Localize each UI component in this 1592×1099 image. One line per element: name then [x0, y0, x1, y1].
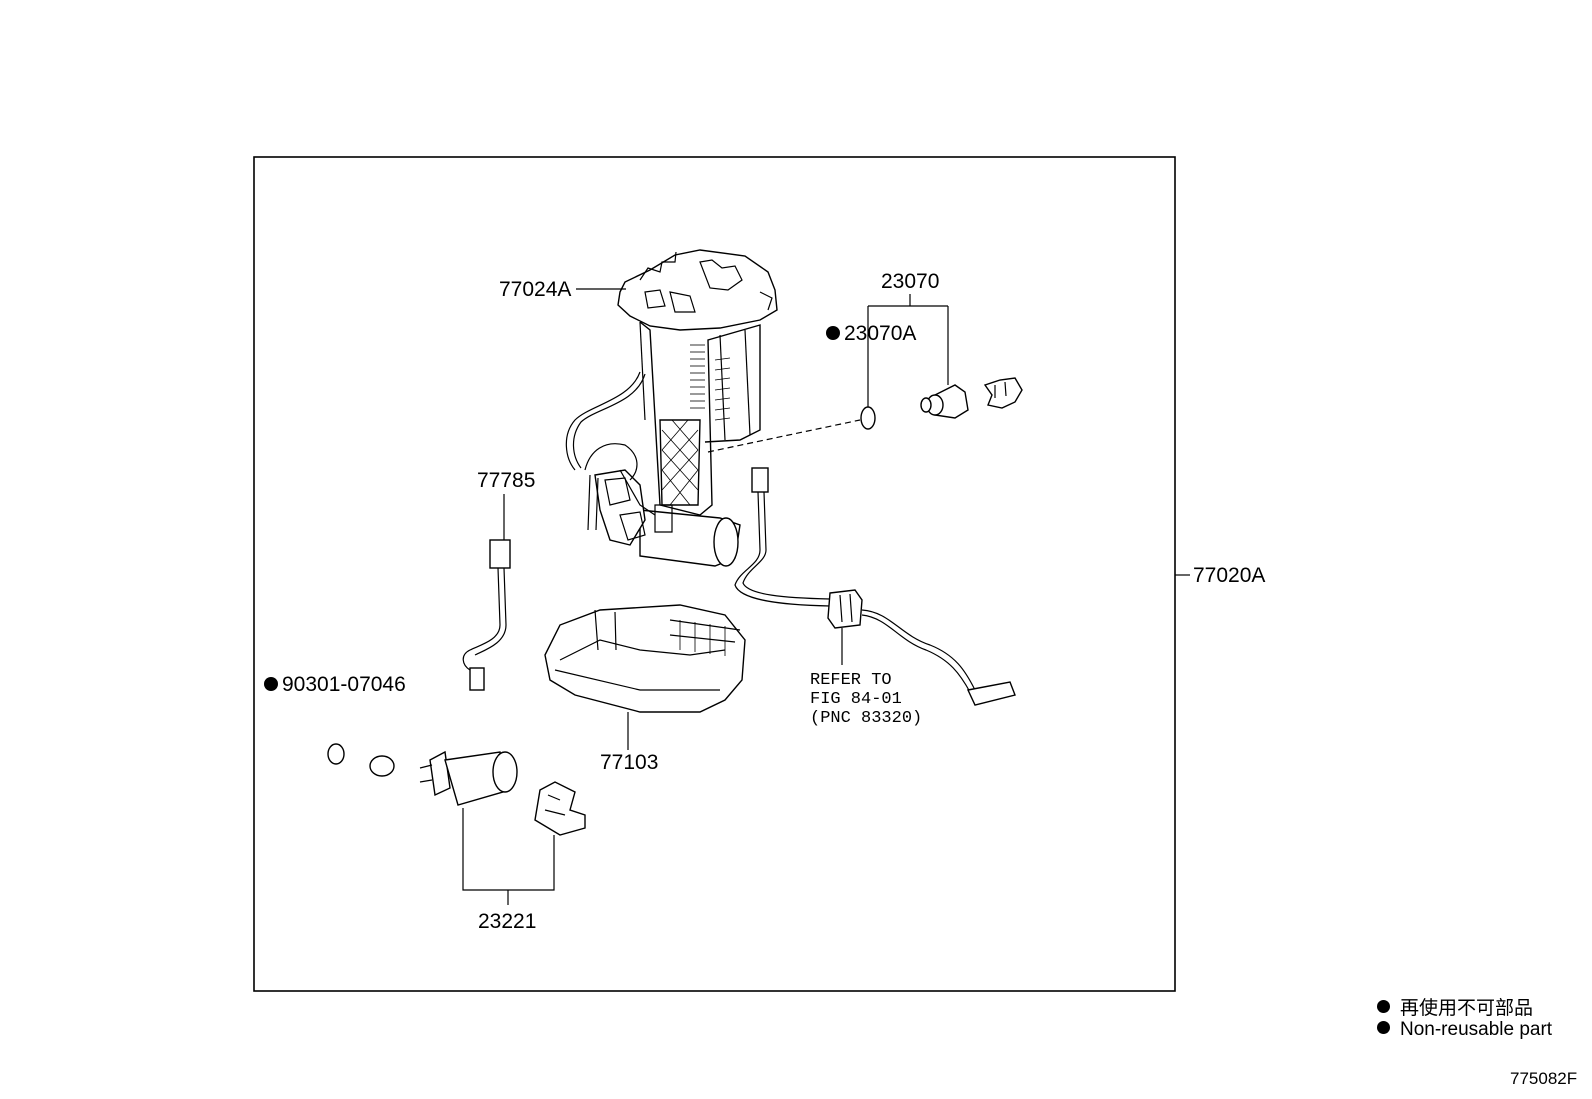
- o-ring-23070A: [860, 406, 876, 430]
- assembly-frame: [253, 156, 1176, 992]
- label-23221: 23221: [478, 910, 536, 933]
- refer-note-line1: REFER TO: [810, 671, 892, 690]
- legend-non-reusable-en: Non-reusable part: [1377, 1019, 1552, 1041]
- legend-jp-text: 再使用不可部品: [1400, 998, 1534, 1019]
- o-ring-90301-07046: [327, 743, 345, 765]
- pressure-regulator-drawing: [920, 377, 1023, 419]
- refer-note-line3: (PNC 83320): [810, 709, 922, 728]
- legend-en-text: Non-reusable part: [1400, 1019, 1553, 1040]
- fuel-pump-module-drawing: [565, 249, 778, 567]
- refer-note-line2: FIG 84-01: [810, 690, 902, 709]
- non-reusable-mark-23070A: [826, 326, 840, 340]
- fuel-pump-set-drawing: [369, 750, 586, 836]
- label-23070: 23070: [881, 270, 939, 293]
- figure-id: 775082F: [1510, 1069, 1578, 1088]
- label-77103: 77103: [600, 751, 658, 774]
- leader-23221-bracket: [462, 808, 555, 905]
- label-23070A: 23070A: [844, 322, 916, 345]
- label-77020A: 77020A: [1193, 564, 1265, 587]
- non-reusable-dot-icon: [1377, 1021, 1390, 1035]
- lower-bracket-drawing: [544, 604, 746, 713]
- label-77785: 77785: [477, 469, 535, 492]
- wire-harness-drawing: [734, 467, 1016, 706]
- non-reusable-mark-90301: [264, 677, 278, 691]
- non-reusable-dot-icon: [1377, 1000, 1390, 1014]
- sender-gauge-wire-drawing: [462, 539, 511, 691]
- assembly-dashed-line: [707, 419, 861, 453]
- leader-23070-bracket: [867, 294, 949, 408]
- label-77024A: 77024A: [499, 278, 571, 301]
- label-90301-07046: 90301-07046: [282, 673, 406, 696]
- legend-non-reusable-jp: 再使用不可部品: [1377, 993, 1533, 1020]
